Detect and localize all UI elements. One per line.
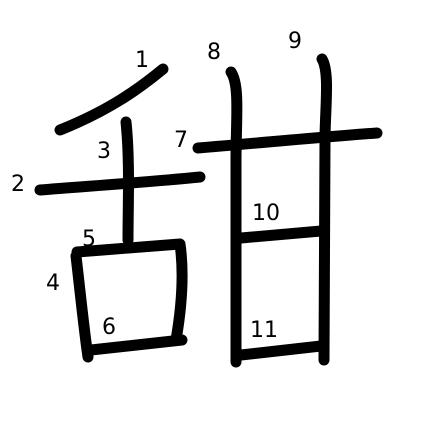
stroke-number-1: 1 <box>135 48 149 73</box>
stroke-number-9: 9 <box>288 29 302 54</box>
stroke-number-2: 2 <box>11 172 25 197</box>
stroke-5 <box>71 238 188 346</box>
stroke-7 <box>192 127 383 154</box>
stroke-3 <box>120 116 134 246</box>
stroke-1 <box>54 63 169 136</box>
stroke-number-10: 10 <box>252 201 280 226</box>
stroke-6 <box>85 334 188 356</box>
stroke-number-4: 4 <box>46 271 60 296</box>
stroke-number-6: 6 <box>102 315 116 340</box>
stroke-number-5: 5 <box>82 227 96 252</box>
stroke-2 <box>34 171 206 196</box>
stroke-number-8: 8 <box>207 40 221 65</box>
stroke-4 <box>70 250 94 363</box>
stroke-9 <box>316 53 333 366</box>
stroke-number-7: 7 <box>174 128 188 153</box>
stroke-number-11: 11 <box>250 318 278 343</box>
stroke-10 <box>235 225 327 244</box>
stroke-11 <box>235 340 327 361</box>
stroke-8 <box>225 66 243 368</box>
stroke-number-3: 3 <box>97 139 111 164</box>
